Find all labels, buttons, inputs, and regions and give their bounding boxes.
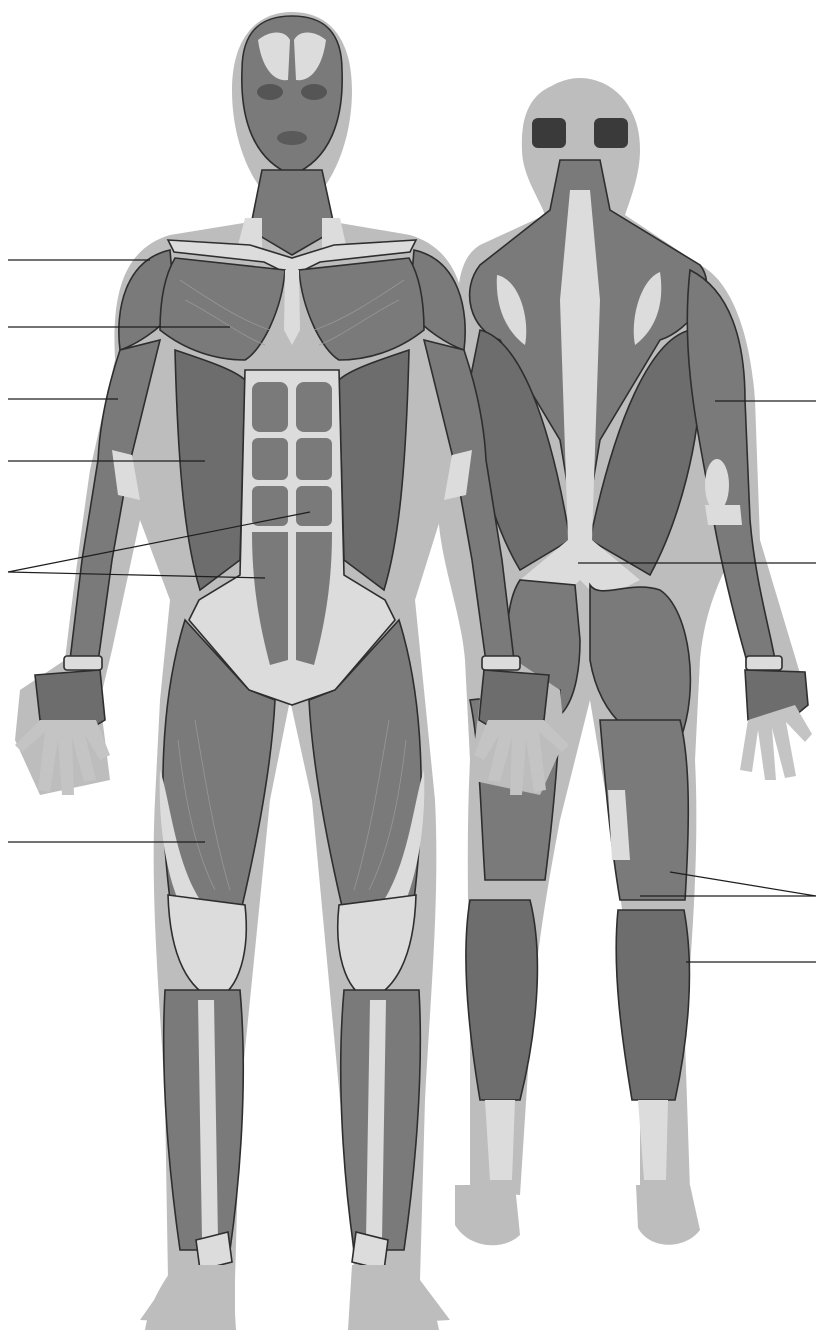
posterior-elbow [705,459,729,511]
abs-block [252,382,288,432]
anterior-eye-left [257,84,283,100]
posterior-calf-left [466,900,538,1100]
posterior-wrist-band [746,656,782,670]
abs-block [296,486,332,526]
posterior-skull-eye-right [594,118,628,148]
anterior-foot-left [145,1265,236,1330]
anterior-sternum [284,270,300,345]
anterior-wrist-left [64,656,102,670]
anterior-mouth [277,131,307,145]
posterior-foot-right [636,1185,700,1245]
posterior-foot-left [455,1185,520,1245]
abs-block [296,438,332,480]
posterior-calf-right [616,910,689,1100]
abs-block [296,382,332,432]
anterior-wrist-right [482,656,520,670]
anterior-foot-right [348,1265,439,1330]
posterior-olecranon [705,505,742,525]
anterior-eye-right [301,84,327,100]
posterior-skull-eye-left [532,118,566,148]
abs-block [252,438,288,480]
posterior-achilles-left [485,1100,515,1180]
